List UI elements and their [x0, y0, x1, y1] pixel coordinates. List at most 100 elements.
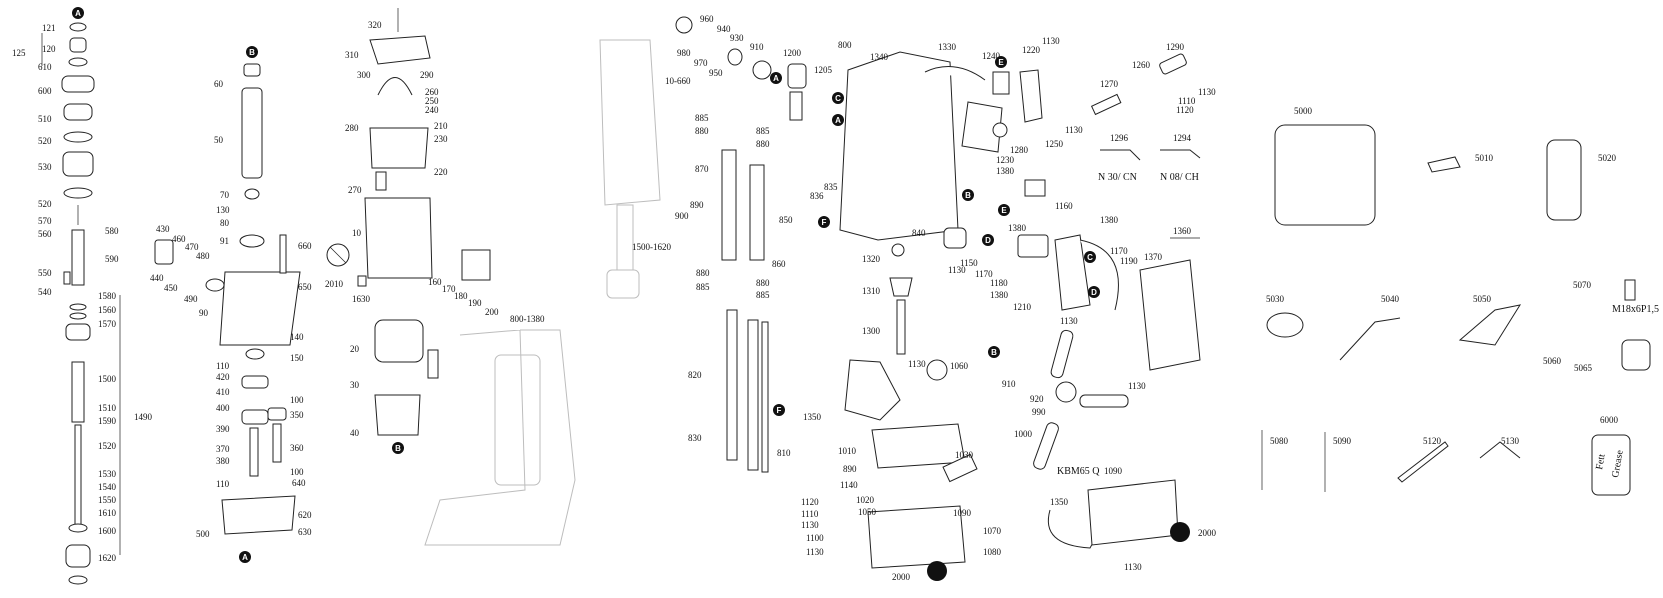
- callout-490: 490: [184, 294, 198, 304]
- column-1300: [896, 299, 906, 355]
- ring-490: [205, 278, 225, 292]
- callout-230: 230: [434, 134, 448, 144]
- callout-1170a: 1170: [975, 269, 993, 279]
- callout-885d: 885: [756, 290, 770, 300]
- callout-70: 70: [220, 190, 230, 200]
- hub-920: [1055, 381, 1077, 403]
- callout-1130i: 1130: [806, 547, 824, 557]
- callout-100a: 100: [290, 395, 304, 405]
- housing-500: [221, 495, 296, 535]
- callout-560: 560: [38, 229, 52, 239]
- callout-220: 220: [434, 167, 448, 177]
- callout-870: 870: [695, 164, 709, 174]
- tool-5040: [1339, 317, 1401, 361]
- callout-100b: 100: [290, 467, 304, 477]
- accessories: [1261, 124, 1651, 496]
- marker-e-top-label: E: [998, 58, 1004, 67]
- ring-1600: [68, 523, 88, 533]
- callout-1500-1620: 1500-1620: [632, 242, 671, 252]
- callout-250: 250: [425, 96, 439, 106]
- cover-190: [461, 249, 491, 281]
- callout-410: 410: [216, 387, 230, 397]
- drill-motor-body: [599, 39, 661, 206]
- callout-885c: 885: [696, 282, 710, 292]
- callout-1110: 1110: [1178, 96, 1196, 106]
- callout-1330: 1330: [938, 42, 957, 52]
- knob-1310: [889, 277, 913, 297]
- callout-1280: 1280: [1010, 145, 1029, 155]
- drill-motor-ghost: [494, 354, 541, 486]
- callout-1550: 1550: [98, 495, 117, 505]
- bracket-660: [279, 234, 287, 274]
- marker-a-bottom-label: A: [242, 553, 248, 562]
- callout-91: 91: [220, 236, 229, 246]
- label-fett: Fett: [1594, 453, 1608, 470]
- base-1010: [871, 423, 966, 469]
- marker-f-frame: [818, 216, 830, 228]
- guard-1350b: [1048, 509, 1101, 549]
- cable-1296: [1100, 149, 1141, 161]
- callout-820: 820: [688, 370, 702, 380]
- callout-1570: 1570: [98, 319, 117, 329]
- callout-980: 980: [677, 48, 691, 58]
- tool-5010: [1427, 156, 1461, 173]
- callout-1130h: 1130: [801, 520, 819, 530]
- callout-1080: 1080: [983, 547, 1002, 557]
- callout-80: 80: [220, 218, 230, 228]
- callout-2000b: 2000: [1198, 528, 1217, 538]
- marker-f-frame-label: F: [822, 218, 827, 227]
- callout-570: 570: [38, 216, 52, 226]
- plate-1630: [357, 275, 367, 287]
- gear-410: [241, 375, 269, 389]
- callout-290: 290: [420, 70, 434, 80]
- bearing-530: [62, 151, 94, 177]
- callout-885a: 885: [695, 113, 709, 123]
- callout-910a: 910: [750, 42, 764, 52]
- callout-1300: 1300: [862, 326, 881, 336]
- callout-510: 510: [38, 114, 52, 124]
- callout-1120a: 1120: [1176, 105, 1194, 115]
- callout-20: 20: [350, 344, 360, 354]
- callout-850: 850: [779, 215, 793, 225]
- ring-91: [239, 234, 265, 248]
- label-n30-cn: N 30/ CN: [1098, 172, 1137, 183]
- shaft-580: [71, 229, 85, 286]
- callout-1290: 1290: [1166, 42, 1185, 52]
- bottle-5020: [1546, 139, 1582, 221]
- grease-6000: [1591, 434, 1631, 496]
- callout-1180: 1180: [990, 278, 1008, 288]
- callout-470: 470: [185, 242, 199, 252]
- marker-e-mid-label: E: [1001, 206, 1007, 215]
- callout-160: 160: [428, 277, 442, 287]
- callout-5000: 5000: [1294, 106, 1313, 116]
- marker-e-top: [995, 56, 1007, 68]
- callout-540: 540: [38, 287, 52, 297]
- callout-1060: 1060: [950, 361, 969, 371]
- callout-440: 440: [150, 273, 164, 283]
- callout-1600: 1600: [98, 526, 117, 536]
- capacitor-1150: [943, 227, 967, 249]
- ring-520b: [63, 187, 93, 199]
- label-m18x6p15: M18x6P1,5: [1612, 304, 1659, 315]
- callout-1370: 1370: [1144, 252, 1163, 262]
- callout-200: 200: [485, 307, 499, 317]
- shaft-390: [249, 427, 259, 477]
- callout-10-660: 10-660: [665, 76, 691, 86]
- callout-1170b: 1170: [1110, 246, 1128, 256]
- shaft-360: [272, 423, 282, 463]
- callout-1350a: 1350: [803, 412, 822, 422]
- callout-1160: 1160: [1055, 201, 1073, 211]
- callout-880d: 880: [756, 278, 770, 288]
- marker-f-lower: [773, 404, 785, 416]
- plug-1290: [1159, 53, 1187, 75]
- marker-b-frame: [962, 189, 974, 201]
- callout-260: 260: [425, 87, 439, 97]
- ring-520a: [63, 131, 93, 143]
- callout-1130c: 1130: [1065, 125, 1083, 135]
- callout-880c: 880: [696, 268, 710, 278]
- brush-holder-220: [369, 127, 429, 169]
- callout-1310: 1310: [862, 286, 881, 296]
- cover-310: [369, 35, 431, 65]
- marker-b-top: [246, 46, 258, 58]
- spring-270: [375, 171, 387, 191]
